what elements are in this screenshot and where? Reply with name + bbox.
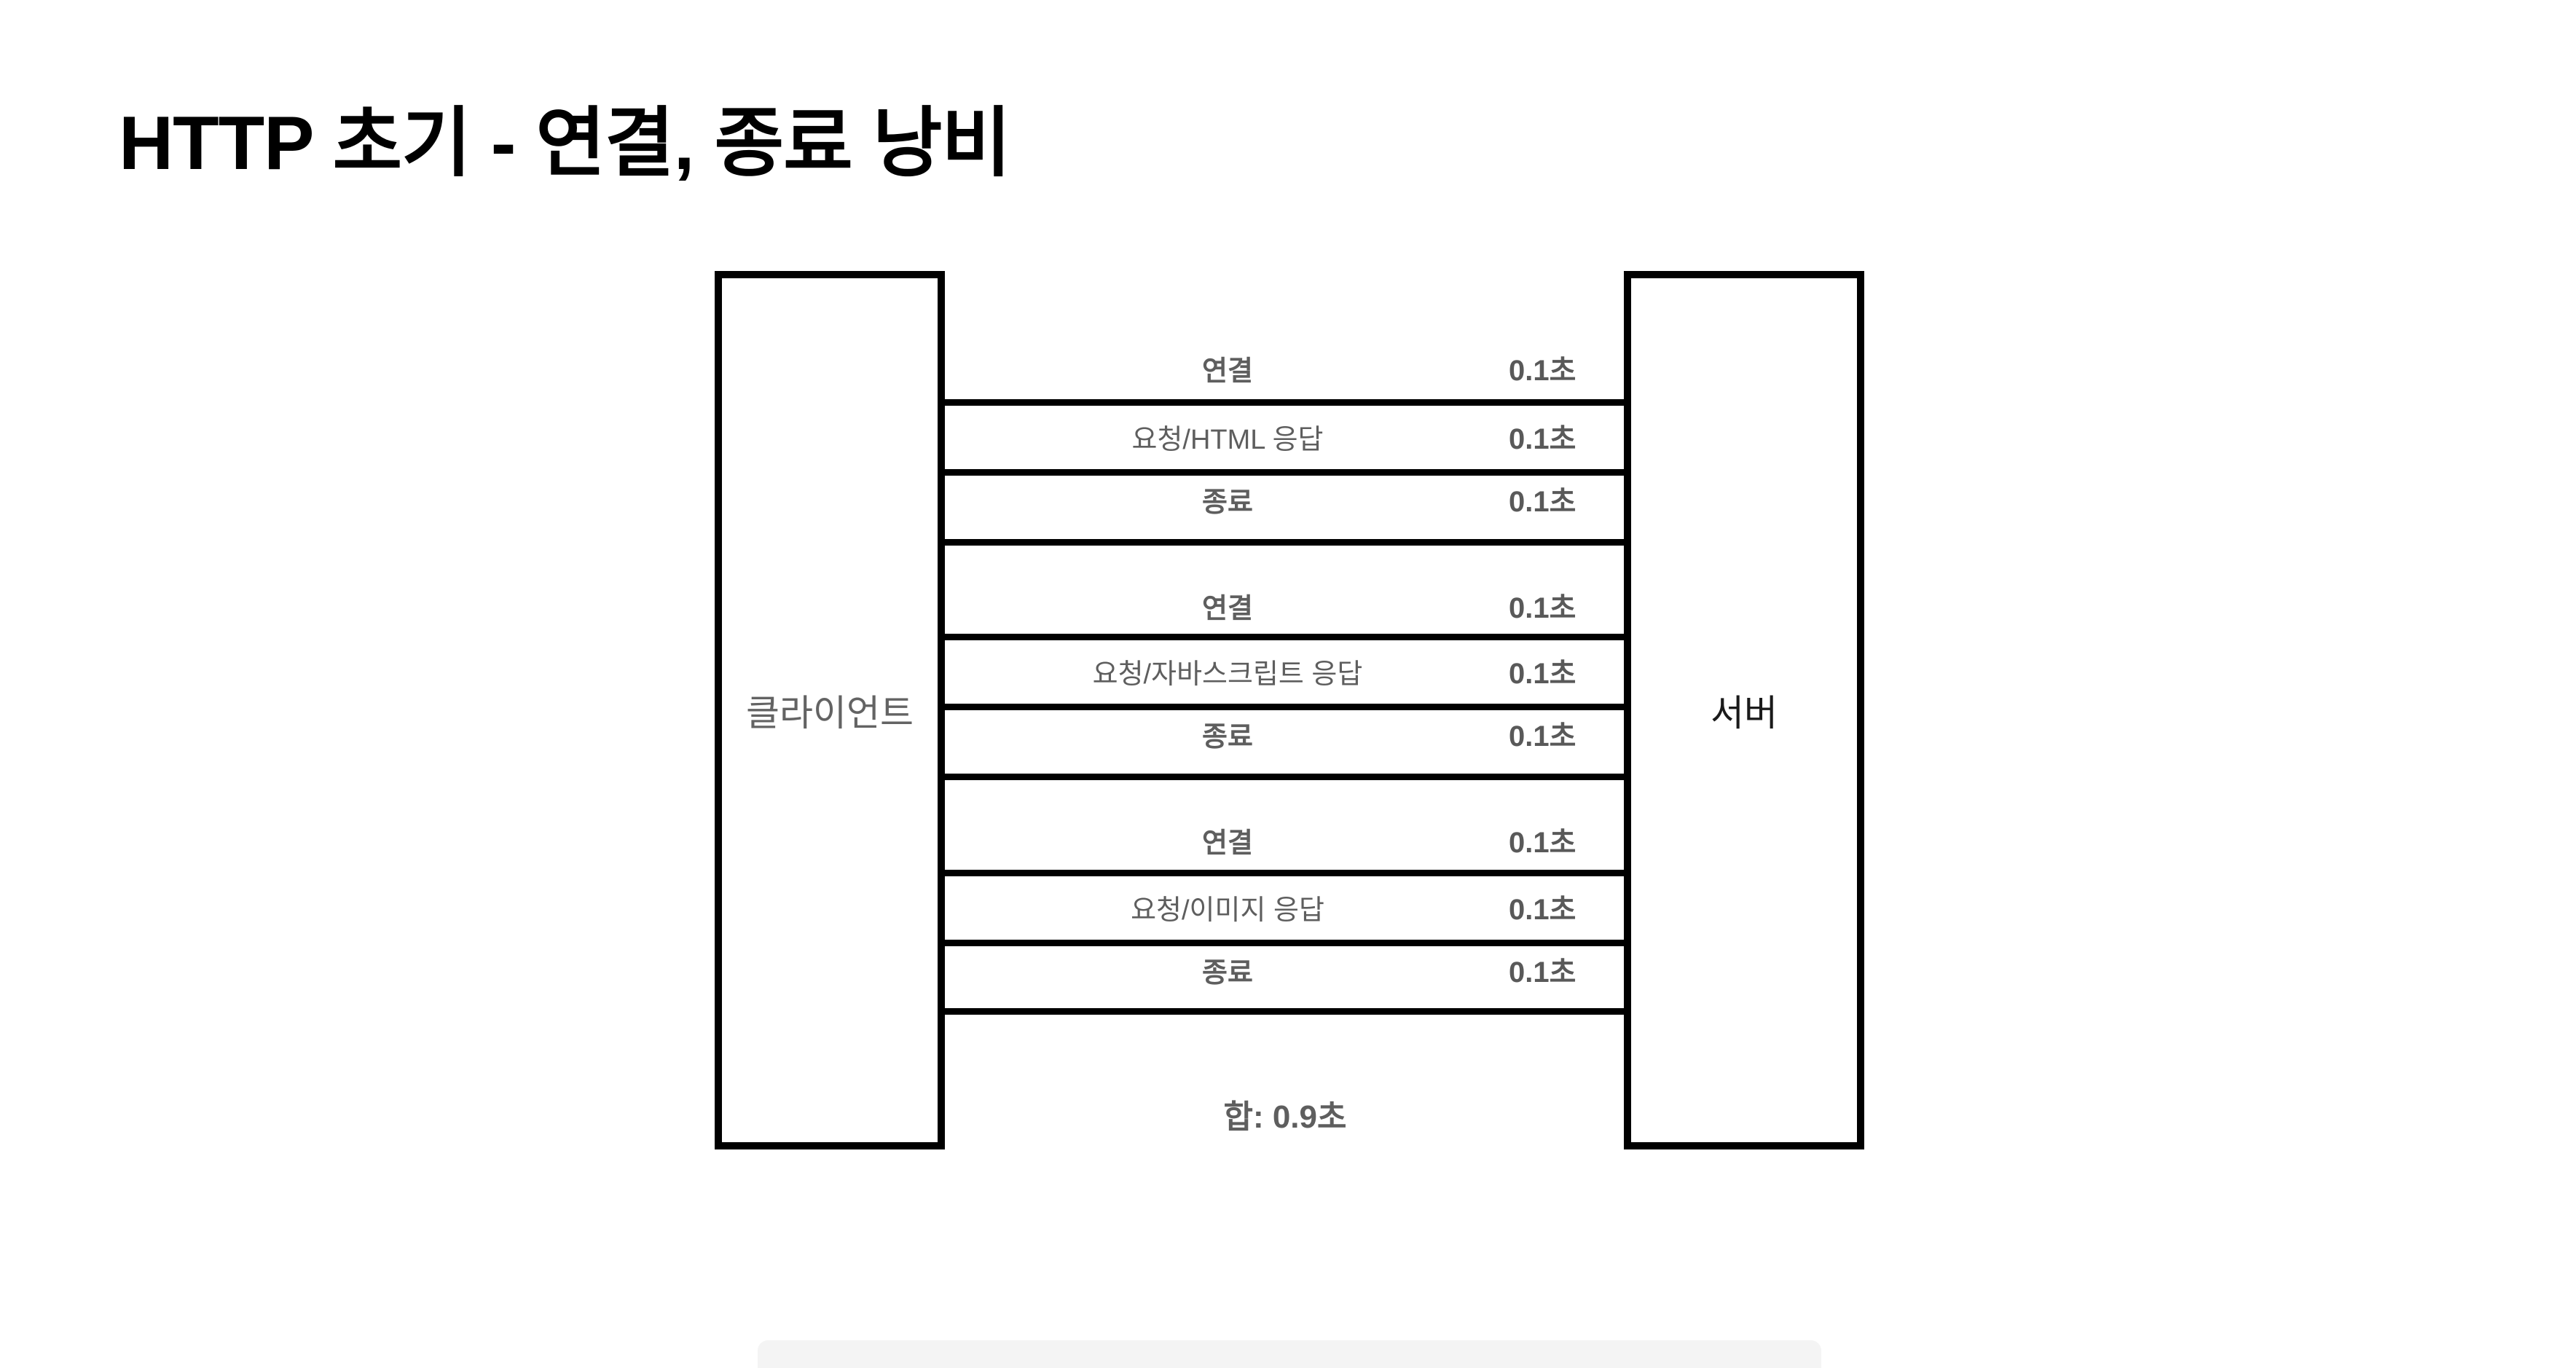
total-time-label: 합: 0.9초	[1223, 1099, 1347, 1135]
page-title: HTTP 초기 - 연결, 종료 낭비	[119, 101, 1011, 186]
exchange-row: 요청/HTML 응답 0.1초	[945, 415, 1625, 457]
exchange-row-label-wrap: 연결	[973, 348, 1483, 388]
exchange-row: 연결 0.1초	[945, 584, 1625, 626]
exchange-row: 연결 0.1초	[945, 347, 1625, 389]
separator-line	[945, 539, 1625, 546]
exchange-row-label: 연결	[1202, 593, 1253, 624]
exchange-row-label-wrap: 요청/HTML 응답	[973, 417, 1483, 457]
server-actor-box: 서버	[1624, 271, 1864, 1149]
exchange-row-time: 0.1초	[1509, 486, 1576, 518]
exchange-row-time: 0.1초	[1509, 658, 1576, 690]
separator-line	[945, 399, 1625, 406]
exchange-row: 요청/자바스크립트 응답 0.1초	[945, 650, 1625, 692]
exchange-row-time: 0.1초	[1509, 827, 1576, 859]
slide-edge-artifact	[758, 1340, 1821, 1368]
exchange-lane: 연결 0.1초 요청/HTML 응답 0.1초 종료 0.1초 연결 0.1초	[945, 271, 1625, 1149]
exchange-row-time: 0.1초	[1509, 423, 1576, 455]
exchange-row-label: 요청/이미지 응답	[1131, 895, 1324, 926]
exchange-row-label: 요청/HTML 응답	[1131, 424, 1324, 455]
separator-line	[945, 704, 1625, 710]
separator-line	[945, 634, 1625, 640]
exchange-row: 요청/이미지 응답 0.1초	[945, 886, 1625, 928]
exchange-row-label-wrap: 연결	[973, 586, 1483, 626]
exchange-row-label-wrap: 요청/자바스크립트 응답	[973, 651, 1483, 691]
exchange-row-label-wrap: 종료	[973, 714, 1483, 754]
client-actor-box: 클라이언트	[715, 271, 945, 1149]
exchange-row: 연결 0.1초	[945, 819, 1625, 861]
exchange-row: 종료 0.1초	[945, 712, 1625, 755]
exchange-row-label: 요청/자바스크립트 응답	[1092, 659, 1363, 690]
exchange-row-label-wrap: 종료	[973, 950, 1483, 990]
exchange-row-label: 종료	[1202, 487, 1253, 518]
exchange-row-label: 연결	[1202, 355, 1253, 387]
exchange-row-time: 0.1초	[1509, 894, 1576, 926]
exchange-row: 종료 0.1초	[945, 948, 1625, 991]
separator-line	[945, 774, 1625, 780]
client-actor-label: 클라이언트	[746, 693, 914, 734]
exchange-row-label-wrap: 종료	[973, 479, 1483, 519]
separator-line	[945, 1008, 1625, 1015]
exchange-row-time: 0.1초	[1509, 592, 1576, 624]
exchange-row-label-wrap: 요청/이미지 응답	[973, 887, 1483, 927]
server-actor-label: 서버	[1711, 693, 1778, 734]
exchange-row-time: 0.1초	[1509, 956, 1576, 988]
exchange-row-label-wrap: 연결	[973, 820, 1483, 860]
exchange-row-time: 0.1초	[1509, 355, 1576, 387]
exchange-row-time: 0.1초	[1509, 720, 1576, 752]
separator-line	[945, 940, 1625, 946]
exchange-row-label: 연결	[1202, 828, 1253, 859]
separator-line	[945, 870, 1625, 876]
separator-line	[945, 469, 1625, 476]
exchange-row: 종료 0.1초	[945, 478, 1625, 520]
exchange-row-label: 종료	[1202, 957, 1253, 988]
exchange-row-label: 종료	[1202, 721, 1253, 752]
